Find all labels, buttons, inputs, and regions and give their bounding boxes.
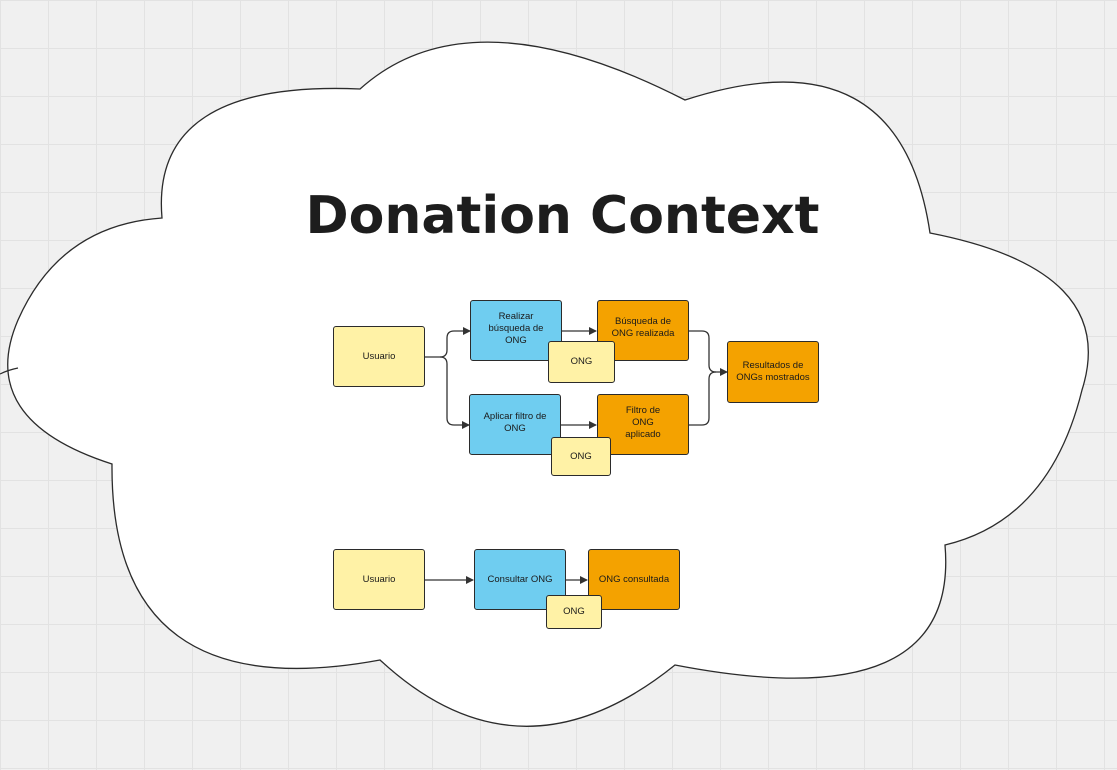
aggregate-ong-consult-note[interactable]: ONG	[546, 595, 602, 629]
event-consulted-note[interactable]: ONG consultada	[588, 549, 680, 610]
command-filter-note[interactable]: Aplicar filtro de ONG	[469, 394, 561, 455]
event-search-done-note[interactable]: Búsqueda de ONG realizada	[597, 300, 689, 361]
event-filter-done-note[interactable]: Filtro de ONG aplicado	[597, 394, 689, 455]
result-ongs-shown-note[interactable]: Resultados de ONGs mostrados	[727, 341, 819, 403]
actor-usuario-note[interactable]: Usuario	[333, 326, 425, 387]
context-title[interactable]: Donation Context	[305, 186, 820, 246]
aggregate-ong-filter-note[interactable]: ONG	[551, 437, 611, 476]
command-search-note[interactable]: Realizar búsqueda de ONG	[470, 300, 562, 361]
actor-usuario-consult-note[interactable]: Usuario	[333, 549, 425, 610]
aggregate-ong-search-note[interactable]: ONG	[548, 341, 615, 383]
